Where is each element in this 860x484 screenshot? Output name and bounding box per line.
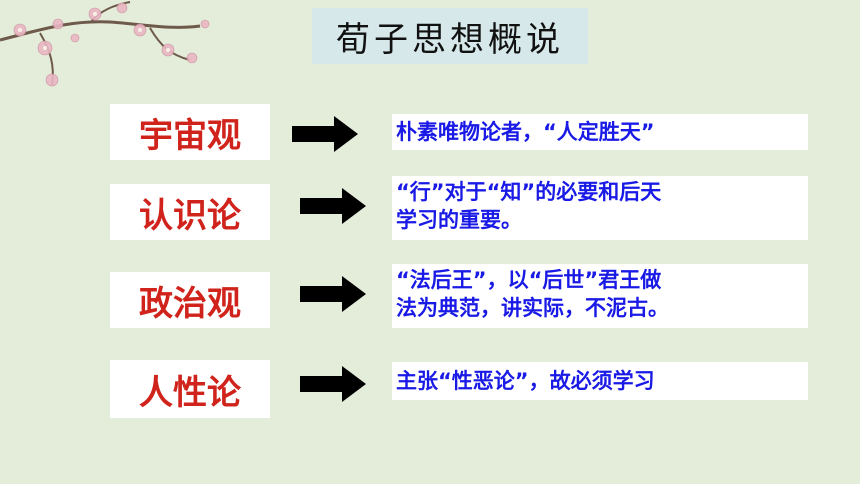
page-title: 荀子思想概说 [336, 19, 564, 60]
label-cosmology: 宇宙观 [110, 104, 270, 160]
desc-cosmology: 朴素唯物论者，“人定胜天” [392, 114, 808, 150]
plum-blossom-branch-decoration [0, 1, 210, 87]
title-box: 荀子思想概说 [312, 8, 588, 64]
right-arrow-icon [300, 188, 366, 224]
desc-line: “行”对于“知”的必要和后天 [396, 180, 662, 204]
right-arrow-icon [292, 116, 358, 152]
label-epistemology: 认识论 [110, 184, 270, 240]
right-arrow-icon [300, 276, 366, 312]
desc-politics: “法后王”，以“后世”君王做 法为典范，讲实际，不泥古。 [392, 264, 808, 328]
desc-line: 主张“性恶论”，故必须学习 [396, 369, 655, 393]
desc-line: 法为典范，讲实际，不泥古。 [396, 296, 669, 320]
label-politics: 政治观 [110, 272, 270, 328]
desc-line: 朴素唯物论者，“人定胜天” [396, 120, 655, 144]
label-text: 认识论 [139, 195, 241, 236]
label-text: 政治观 [139, 283, 241, 324]
right-arrow-icon [300, 366, 366, 402]
label-text: 宇宙观 [139, 115, 241, 156]
label-text: 人性论 [139, 372, 241, 413]
label-human-nature: 人性论 [110, 360, 270, 418]
desc-line: 学习的重要。 [396, 208, 522, 232]
desc-human-nature: 主张“性恶论”，故必须学习 [392, 362, 808, 400]
desc-line: “法后王”，以“后世”君王做 [396, 268, 662, 292]
desc-epistemology: “行”对于“知”的必要和后天 学习的重要。 [392, 176, 808, 240]
